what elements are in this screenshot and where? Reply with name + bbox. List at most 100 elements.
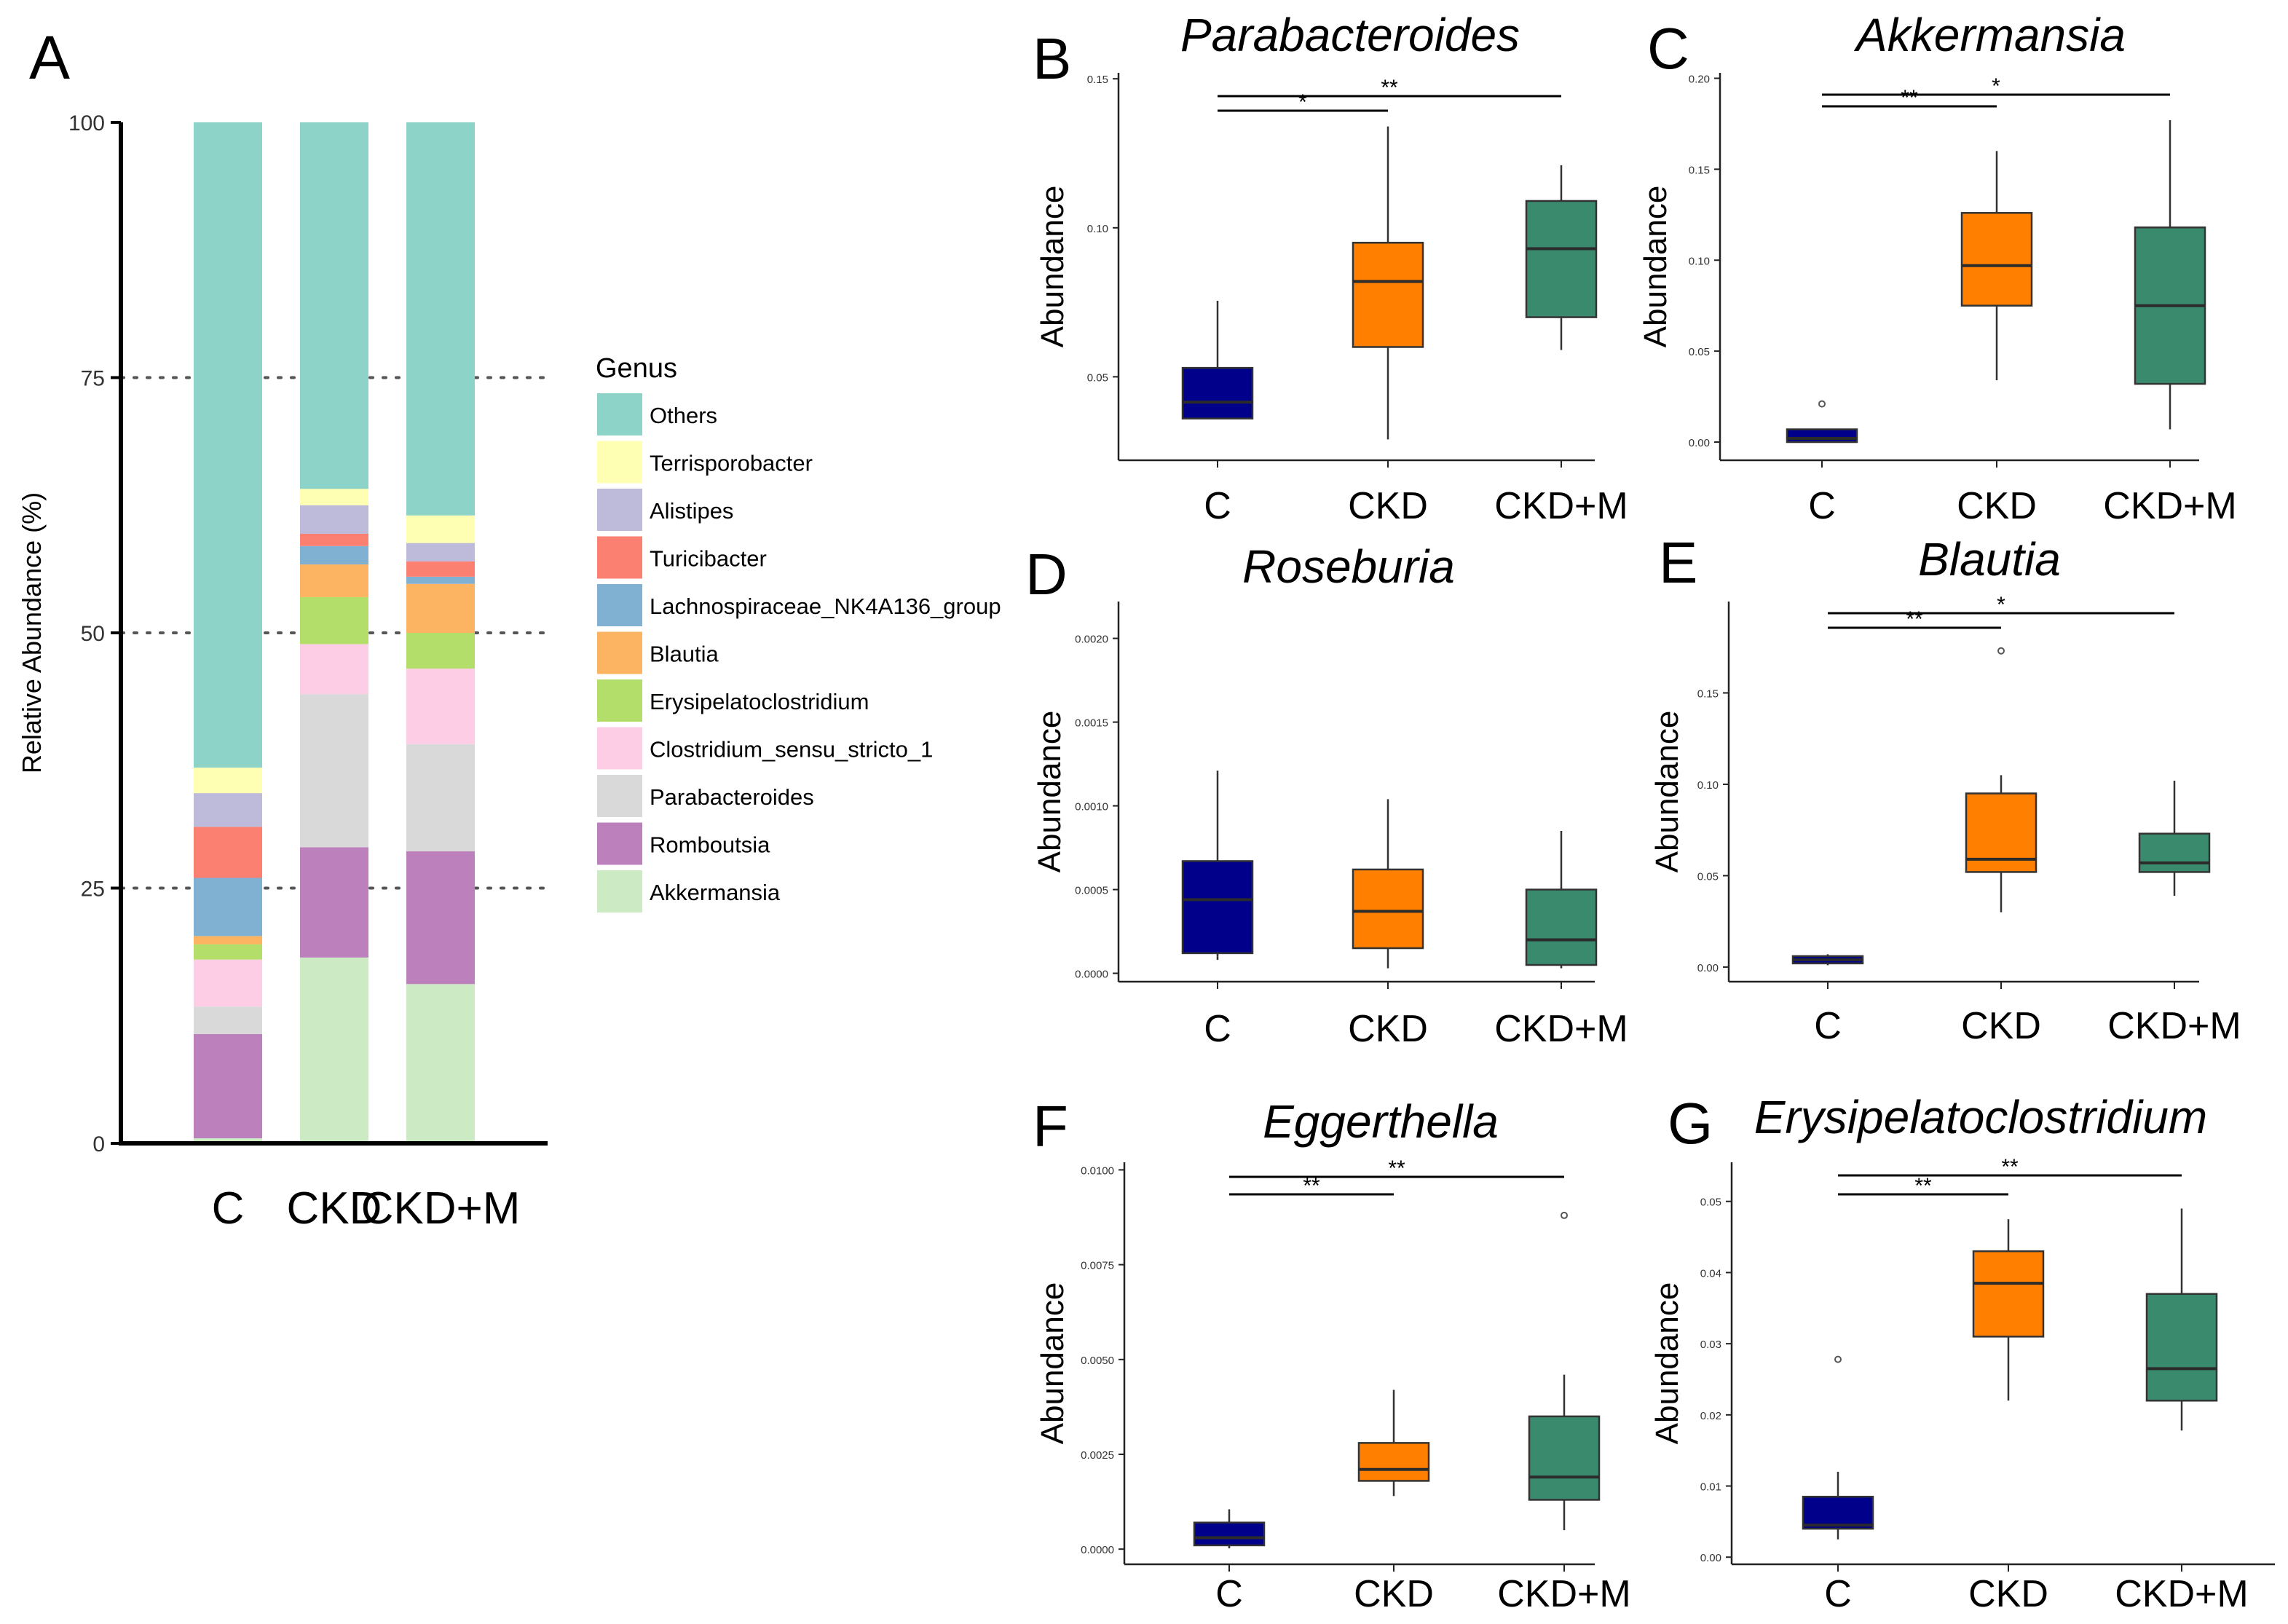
legend-label: Lachnospiraceae_NK4A136_group xyxy=(650,594,1001,619)
bar-segment xyxy=(406,744,475,852)
bar-segment xyxy=(194,1033,262,1138)
panel-letter-d: D xyxy=(1025,542,1068,607)
y-tick-label: 0.0000 xyxy=(1075,969,1108,981)
bar-segment xyxy=(406,851,475,985)
legend-label: Akkermansia xyxy=(650,880,781,905)
significance-label: ** xyxy=(1914,1174,1932,1198)
box xyxy=(2145,1293,2218,1402)
significance-label: ** xyxy=(1388,1156,1405,1180)
bar-segment xyxy=(406,561,475,577)
panel-title-c: Akkermansia xyxy=(1853,9,2126,61)
legend-swatch xyxy=(597,727,642,770)
box xyxy=(1786,428,1858,444)
bar-segment xyxy=(300,489,368,505)
y-axis-label: Abundance xyxy=(1035,1282,1070,1445)
bar-segment xyxy=(300,505,368,535)
bar-segment xyxy=(300,644,368,695)
legend-swatch xyxy=(597,536,642,579)
x-tick-label: CKD xyxy=(287,1183,382,1234)
bar-segment xyxy=(406,669,475,744)
x-tick-label: C xyxy=(212,1183,245,1234)
bar-segment xyxy=(194,878,262,937)
legend-title: Genus xyxy=(596,353,677,384)
significance-label: * xyxy=(1992,74,2000,98)
bar-segment xyxy=(194,793,262,827)
panel-letter-c: C xyxy=(1647,16,1689,81)
y-tick-label: 0.05 xyxy=(1700,1197,1721,1209)
significance-label: ** xyxy=(1901,86,1918,110)
outlier-point xyxy=(1818,400,1826,408)
bar-segment xyxy=(300,534,368,546)
x-tick-label: CKD xyxy=(1957,485,2037,527)
panel-letter-f: F xyxy=(1033,1094,1068,1159)
x-tick-label: C xyxy=(1204,485,1231,527)
x-tick-label: CKD xyxy=(1348,1008,1428,1050)
panel-title-f: Eggerthella xyxy=(1263,1095,1499,1148)
x-tick-label: CKD xyxy=(1354,1573,1434,1615)
y-tick-label: 0.04 xyxy=(1700,1267,1721,1280)
outlier-point xyxy=(1561,1211,1568,1219)
x-tick-label: C xyxy=(1824,1573,1852,1615)
y-tick-label: 0 xyxy=(92,1132,105,1156)
y-tick-label: 0.05 xyxy=(1697,870,1719,883)
box xyxy=(1352,242,1424,348)
box xyxy=(1525,200,1598,318)
legend-label: Romboutsia xyxy=(650,832,770,858)
bar-segment xyxy=(194,1006,262,1034)
legend-label: Terrisporobacter xyxy=(650,451,813,476)
significance-label: ** xyxy=(1303,1174,1320,1198)
box xyxy=(1528,1415,1601,1501)
panel-title-e: Blautia xyxy=(1918,533,2061,586)
y-tick-label: 0.00 xyxy=(1697,962,1719,974)
legend-label: Alistipes xyxy=(650,498,733,524)
box xyxy=(1357,1442,1430,1482)
significance-label: * xyxy=(1298,90,1307,114)
panel-letter-g: G xyxy=(1668,1091,1713,1156)
bar-segment xyxy=(406,984,475,1143)
y-tick-label: 0.15 xyxy=(1689,164,1710,176)
bar-segment xyxy=(194,1138,262,1143)
bar-segment xyxy=(194,122,262,768)
box xyxy=(1972,1250,2045,1338)
y-tick-label: 0.0005 xyxy=(1075,885,1108,897)
y-axis-label: Abundance xyxy=(1649,1282,1685,1445)
bar-segment xyxy=(300,596,368,645)
x-tick-label: CKD+M xyxy=(1497,1573,1630,1615)
significance-label: ** xyxy=(2001,1155,2019,1179)
bar-segment xyxy=(406,633,475,669)
box xyxy=(1802,1495,1874,1530)
outlier-point xyxy=(1834,1355,1842,1363)
legend-swatch xyxy=(597,775,642,817)
y-tick-label: 0.15 xyxy=(1697,687,1719,700)
box xyxy=(1181,366,1254,419)
box xyxy=(1960,212,2033,307)
y-tick-label: 0.0000 xyxy=(1081,1544,1114,1556)
legend-swatch xyxy=(597,584,642,626)
y-tick-label: 0.00 xyxy=(1689,437,1710,449)
box xyxy=(1525,888,1598,966)
bar-segment xyxy=(300,122,368,489)
y-tick-label: 0.03 xyxy=(1700,1339,1721,1351)
bar-segment xyxy=(300,694,368,848)
x-tick-label: C xyxy=(1204,1008,1231,1050)
y-tick-label: 0.05 xyxy=(1087,371,1108,384)
legend-label: Turicibacter xyxy=(650,546,767,572)
y-tick-label: 0.10 xyxy=(1087,223,1108,235)
y-axis-label: Abundance xyxy=(1032,711,1068,873)
panel-letter-e: E xyxy=(1659,530,1697,595)
y-tick-label: 0.0025 xyxy=(1081,1449,1114,1462)
y-tick-label: 0.0010 xyxy=(1075,801,1108,813)
y-tick-label: 0.0100 xyxy=(1081,1164,1114,1177)
x-tick-label: CKD+M xyxy=(1494,1008,1628,1050)
bar-segment xyxy=(194,827,262,878)
legend-swatch xyxy=(597,393,642,435)
y-tick-label: 0.02 xyxy=(1700,1410,1721,1422)
y-tick-label: 0.00 xyxy=(1700,1552,1721,1564)
x-tick-label: CKD+M xyxy=(1494,485,1628,527)
legend-swatch xyxy=(597,489,642,531)
bar-segment xyxy=(194,768,262,794)
y-tick-label: 0.10 xyxy=(1689,255,1710,267)
